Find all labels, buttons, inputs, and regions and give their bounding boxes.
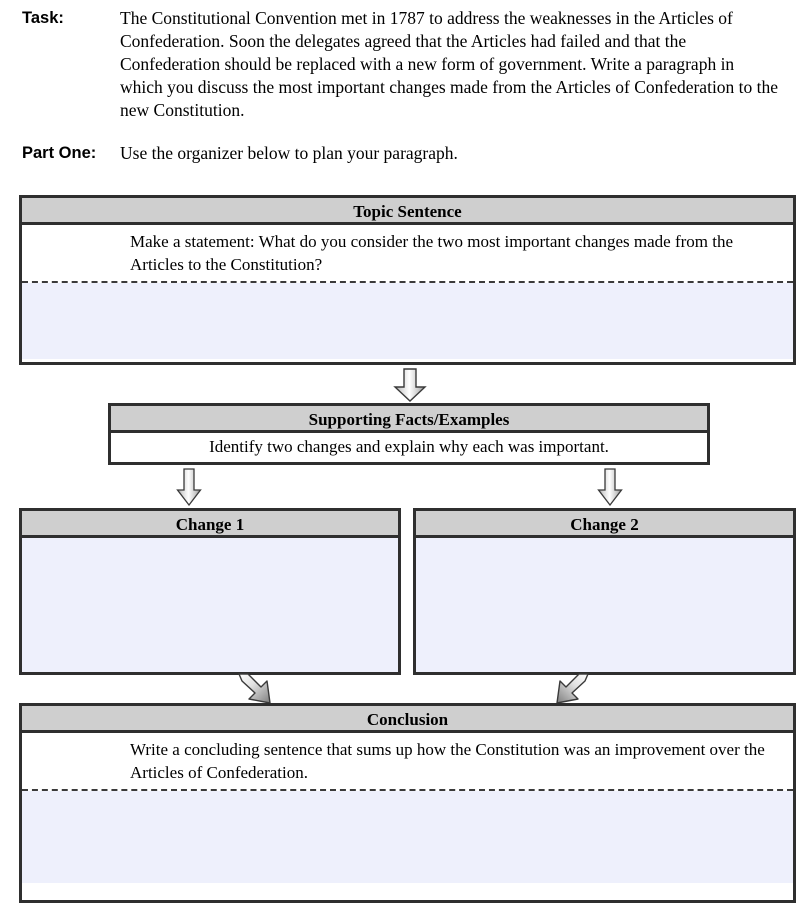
diagonal-down-left-arrow-icon — [548, 672, 590, 706]
task-label: Task: — [22, 9, 64, 27]
part-one-prompt-row: Part One: Use the organizer below to pla… — [22, 142, 782, 165]
topic-sentence-header: Topic Sentence — [22, 198, 793, 225]
change-one-header: Change 1 — [22, 511, 398, 538]
diagonal-down-right-arrow-icon — [237, 672, 279, 706]
supporting-facts-prompt: Identify two changes and explain why eac… — [111, 433, 707, 461]
task-prompt-row: Task: The Constitutional Convention met … — [22, 7, 782, 122]
change-one-answer-area[interactable] — [22, 538, 398, 672]
conclusion-divider — [22, 789, 793, 791]
part-one-text: Use the organizer below to plan your par… — [120, 143, 458, 163]
down-arrow-icon — [393, 368, 427, 402]
part-one-label: Part One: — [22, 144, 97, 162]
topic-sentence-divider — [22, 281, 793, 283]
topic-sentence-prompt: Make a statement: What do you consider t… — [22, 225, 793, 281]
topic-sentence-answer-area[interactable] — [22, 283, 793, 359]
down-arrow-icon — [176, 468, 202, 507]
conclusion-box: Conclusion Write a concluding sentence t… — [19, 703, 796, 903]
change-two-header: Change 2 — [416, 511, 793, 538]
conclusion-header: Conclusion — [22, 706, 793, 733]
task-text: The Constitutional Convention met in 178… — [120, 8, 779, 120]
supporting-facts-header: Supporting Facts/Examples — [111, 406, 707, 433]
change-one-box: Change 1 — [19, 508, 401, 675]
conclusion-answer-area[interactable] — [22, 791, 793, 883]
supporting-facts-box: Supporting Facts/Examples Identify two c… — [108, 403, 710, 465]
topic-sentence-box: Topic Sentence Make a statement: What do… — [19, 195, 796, 365]
conclusion-prompt: Write a concluding sentence that sums up… — [22, 733, 793, 789]
change-two-answer-area[interactable] — [416, 538, 793, 672]
down-arrow-icon — [597, 468, 623, 507]
change-two-box: Change 2 — [413, 508, 796, 675]
